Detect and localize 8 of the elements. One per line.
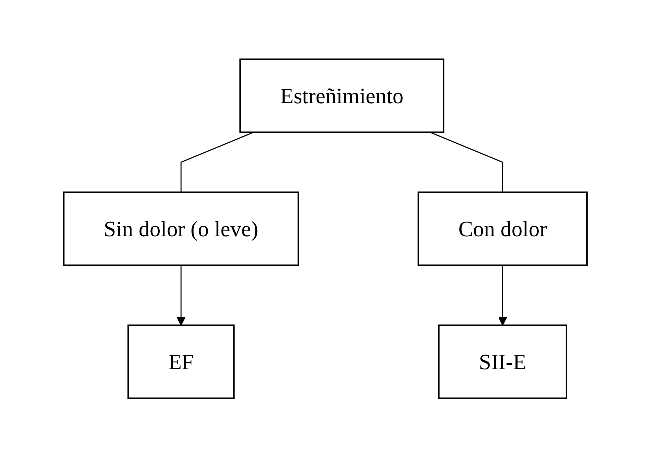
node-box: EF xyxy=(128,324,236,400)
node-box: SII-E xyxy=(438,324,568,400)
arrow xyxy=(498,265,508,326)
connector xyxy=(430,132,504,193)
node-box: Estreñimiento xyxy=(240,58,445,134)
arrow xyxy=(177,265,186,326)
node-box: Sin dolor (o leve) xyxy=(64,192,300,266)
node-box: Con dolor xyxy=(418,192,588,266)
